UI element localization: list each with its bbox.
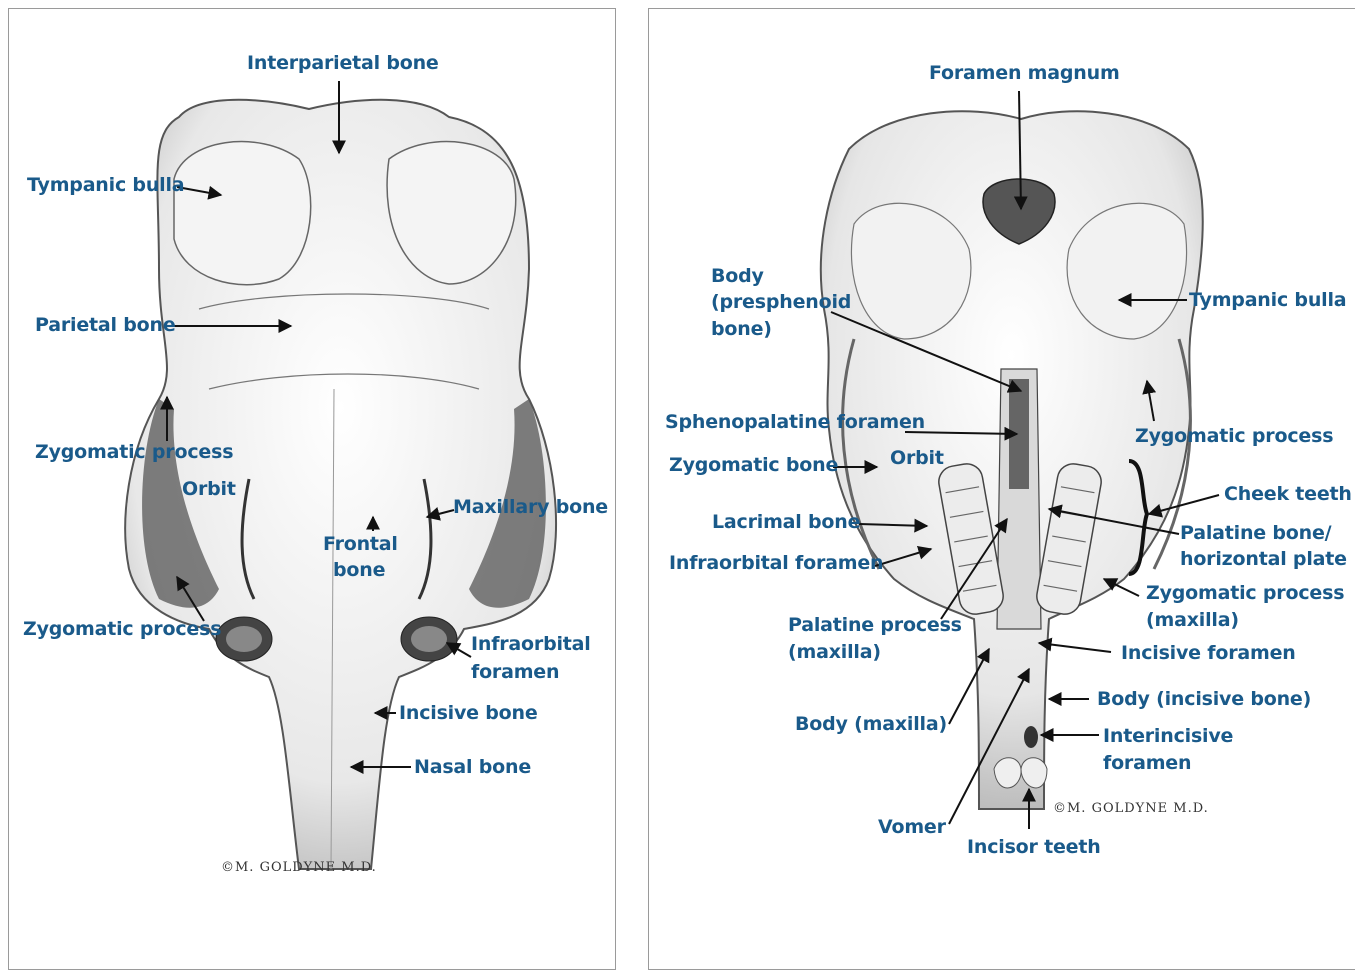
label-body-presphenoid-line1: Body — [711, 263, 764, 290]
label-frontal-bone-line2: bone — [333, 557, 385, 584]
label-body-presphenoid-line3: bone) — [711, 316, 772, 343]
label-orbit: Orbit — [890, 445, 944, 472]
label-cheek-teeth: Cheek teeth — [1224, 481, 1352, 508]
label-vomer: Vomer — [878, 814, 946, 841]
label-foramen-magnum: Foramen magnum — [929, 60, 1120, 87]
label-zygomatic-process-maxilla-line2: (maxilla) — [1146, 607, 1239, 634]
label-interincisive-line1: Interincisive — [1103, 723, 1233, 750]
label-zygomatic-process-maxilla-line1: Zygomatic process — [1146, 580, 1344, 607]
ventral-view-panel: Foramen magnum Body (presphenoid bone) T… — [648, 8, 1355, 970]
label-zygomatic-process-upper: Zygomatic process — [35, 439, 233, 466]
label-incisive-bone: Incisive bone — [399, 700, 538, 727]
label-zygomatic-process: Zygomatic process — [1135, 423, 1333, 450]
label-orbit: Orbit — [182, 476, 236, 503]
label-body-maxilla: Body (maxilla) — [795, 711, 947, 738]
dorsal-view-panel: Interparietal bone Tympanic bulla Pariet… — [8, 8, 616, 970]
label-frontal-bone-line1: Frontal — [323, 531, 398, 558]
label-tympanic-bulla: Tympanic bulla — [1189, 287, 1346, 314]
label-interparietal-bone: Interparietal bone — [247, 50, 439, 77]
label-incisor-teeth: Incisor teeth — [967, 834, 1101, 861]
label-parietal-bone: Parietal bone — [35, 312, 176, 339]
label-maxillary-bone: Maxillary bone — [453, 494, 608, 521]
artist-signature: ©M. GOLDYNE M.D. — [1053, 801, 1209, 816]
label-tympanic-bulla: Tympanic bulla — [27, 172, 184, 199]
label-lacrimal-bone: Lacrimal bone — [712, 509, 860, 536]
label-infraorbital-foramen-line2: foramen — [471, 659, 559, 686]
dorsal-skull-illustration — [9, 9, 615, 955]
arrow-incisive-foramen — [1039, 643, 1111, 652]
interincisive-foramen-shape — [1024, 726, 1038, 748]
label-infraorbital-foramen-line1: Infraorbital — [471, 631, 591, 658]
label-incisive-foramen: Incisive foramen — [1121, 640, 1296, 667]
left-bulla-shape — [174, 142, 311, 285]
label-interincisive-line2: foramen — [1103, 750, 1191, 777]
label-nasal-bone: Nasal bone — [414, 754, 531, 781]
label-palatine-process-line2: (maxilla) — [788, 639, 881, 666]
label-sphenopalatine-foramen: Sphenopalatine foramen — [665, 409, 925, 436]
label-palatine-bone-line2: horizontal plate — [1180, 546, 1347, 573]
label-infraorbital-foramen: Infraorbital foramen — [669, 550, 883, 577]
label-palatine-process-line1: Palatine process — [788, 612, 962, 639]
label-zygomatic-process-lower: Zygomatic process — [23, 616, 221, 643]
label-body-presphenoid-line2: (presphenoid — [711, 289, 851, 316]
artist-signature: ©M. GOLDYNE M.D. — [221, 860, 377, 875]
label-zygomatic-bone: Zygomatic bone — [669, 452, 838, 479]
label-body-incisive-bone: Body (incisive bone) — [1097, 686, 1311, 713]
label-palatine-bone-line1: Palatine bone/ — [1180, 520, 1331, 547]
